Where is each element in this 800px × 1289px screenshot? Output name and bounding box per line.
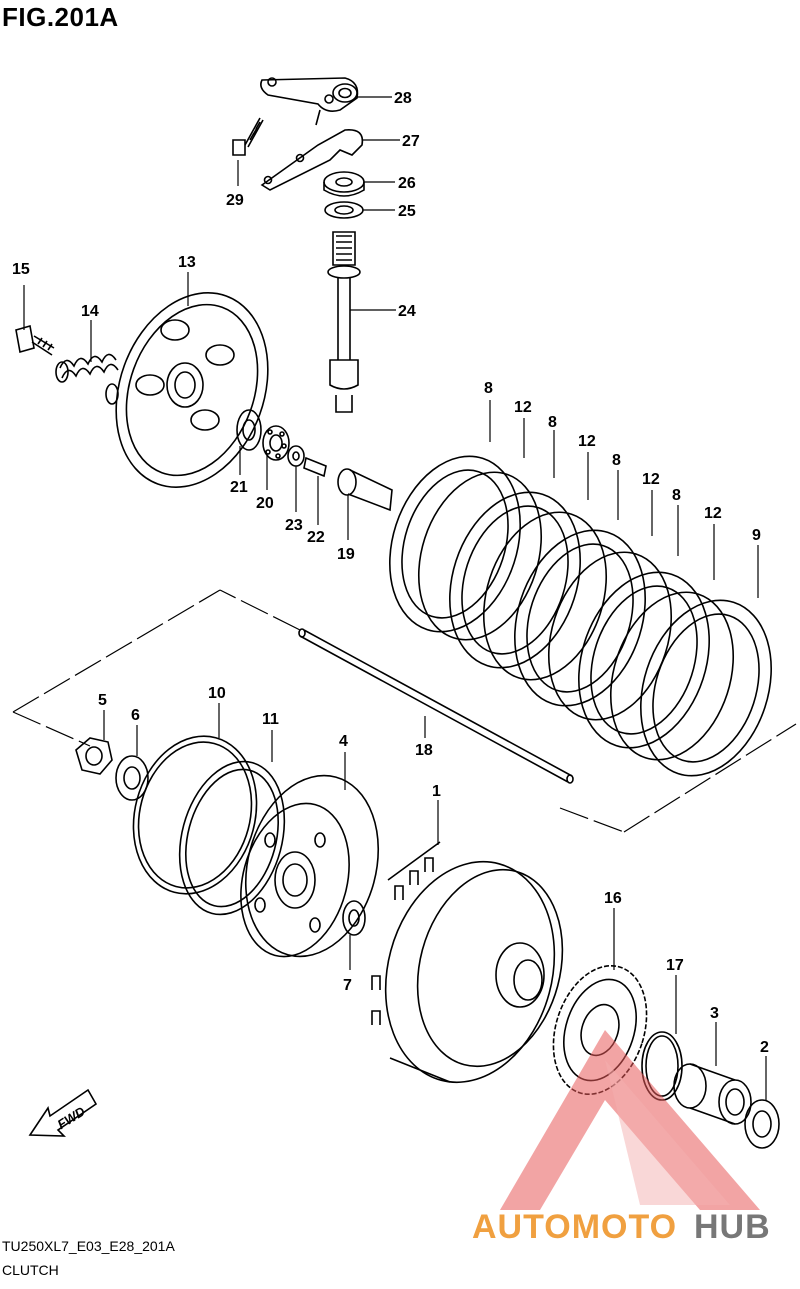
callout-9: 9 <box>752 527 761 544</box>
oil-seal-25-part <box>324 201 364 219</box>
clutch-plate-stack <box>389 455 772 777</box>
callout-27: 27 <box>402 133 420 150</box>
clutch-housing-1-part <box>371 841 564 1084</box>
callout-7: 7 <box>343 977 352 994</box>
callout-26: 26 <box>398 175 416 192</box>
callout-23: 23 <box>285 517 303 534</box>
assembly-outline <box>12 589 797 833</box>
sleeve-hub-4-part <box>240 774 380 958</box>
washer-2-part <box>744 1099 780 1149</box>
push-piece-19-part <box>337 468 393 512</box>
callout-25: 25 <box>398 203 416 220</box>
lock-washer-6-part <box>115 755 149 801</box>
spacer-3-part <box>673 1063 752 1125</box>
figure-code: TU250XL7_E03_E28_201A <box>2 1238 175 1254</box>
callout-29: 29 <box>226 192 244 209</box>
callout-8-b: 8 <box>548 414 557 431</box>
spring-14-part <box>55 353 119 405</box>
callout-12-a: 12 <box>514 399 532 416</box>
fwd-arrow-icon: FWD <box>28 1088 98 1137</box>
callout-21: 21 <box>230 479 248 496</box>
washer-23-part <box>287 445 305 467</box>
washer-7-part <box>342 900 366 936</box>
figure-title: FIG.201A <box>2 2 119 32</box>
callout-5: 5 <box>98 692 107 709</box>
bolt-29-part <box>232 117 264 156</box>
figure-name: CLUTCH <box>2 1262 59 1278</box>
callout-6: 6 <box>131 707 140 724</box>
callout-14: 14 <box>81 303 99 320</box>
callout-8-d: 8 <box>672 487 681 504</box>
spring-washer-10-part <box>132 735 258 895</box>
watermark-logo: AUTOMOTO HUB <box>472 1030 771 1246</box>
callout-labels: 28 27 26 25 24 29 15 14 13 21 20 23 22 1… <box>12 90 769 1056</box>
callout-11: 11 <box>262 711 279 728</box>
watermark-text-2: HUB <box>694 1208 771 1246</box>
callout-17: 17 <box>666 957 684 974</box>
push-rod-18-part <box>298 628 574 784</box>
release-arm-part <box>260 77 359 126</box>
return-spring-part <box>260 128 364 191</box>
callout-12-d: 12 <box>704 505 722 522</box>
callout-24: 24 <box>398 303 416 320</box>
washer-21-part <box>236 409 262 451</box>
leader-lines <box>23 96 767 1100</box>
callout-1: 1 <box>432 783 441 800</box>
pin-22-part <box>303 456 327 478</box>
callout-13: 13 <box>178 254 196 271</box>
bearing-26-part <box>323 171 365 197</box>
callout-28: 28 <box>394 90 412 107</box>
bearing-20-part <box>262 425 290 461</box>
callout-12-c: 12 <box>642 471 660 488</box>
seat-11-part <box>178 760 286 916</box>
callout-10: 10 <box>208 685 226 702</box>
callout-8-c: 8 <box>612 452 621 469</box>
callout-15: 15 <box>12 261 30 278</box>
nut-5-part <box>75 737 113 775</box>
callout-22: 22 <box>307 529 325 546</box>
callout-16: 16 <box>604 890 622 907</box>
callout-8-a: 8 <box>484 380 493 397</box>
callout-3: 3 <box>710 1005 719 1022</box>
callout-19: 19 <box>337 546 355 563</box>
camshaft-24-part <box>327 231 361 413</box>
callout-18: 18 <box>415 742 433 759</box>
callout-20: 20 <box>256 495 274 512</box>
callout-4: 4 <box>339 733 348 750</box>
bolt-15-part <box>15 324 55 356</box>
callout-12-b: 12 <box>578 433 596 450</box>
callout-2: 2 <box>760 1039 769 1056</box>
pressure-plate-13-part <box>115 292 269 488</box>
watermark-text-1: AUTOMOTO <box>472 1208 677 1246</box>
